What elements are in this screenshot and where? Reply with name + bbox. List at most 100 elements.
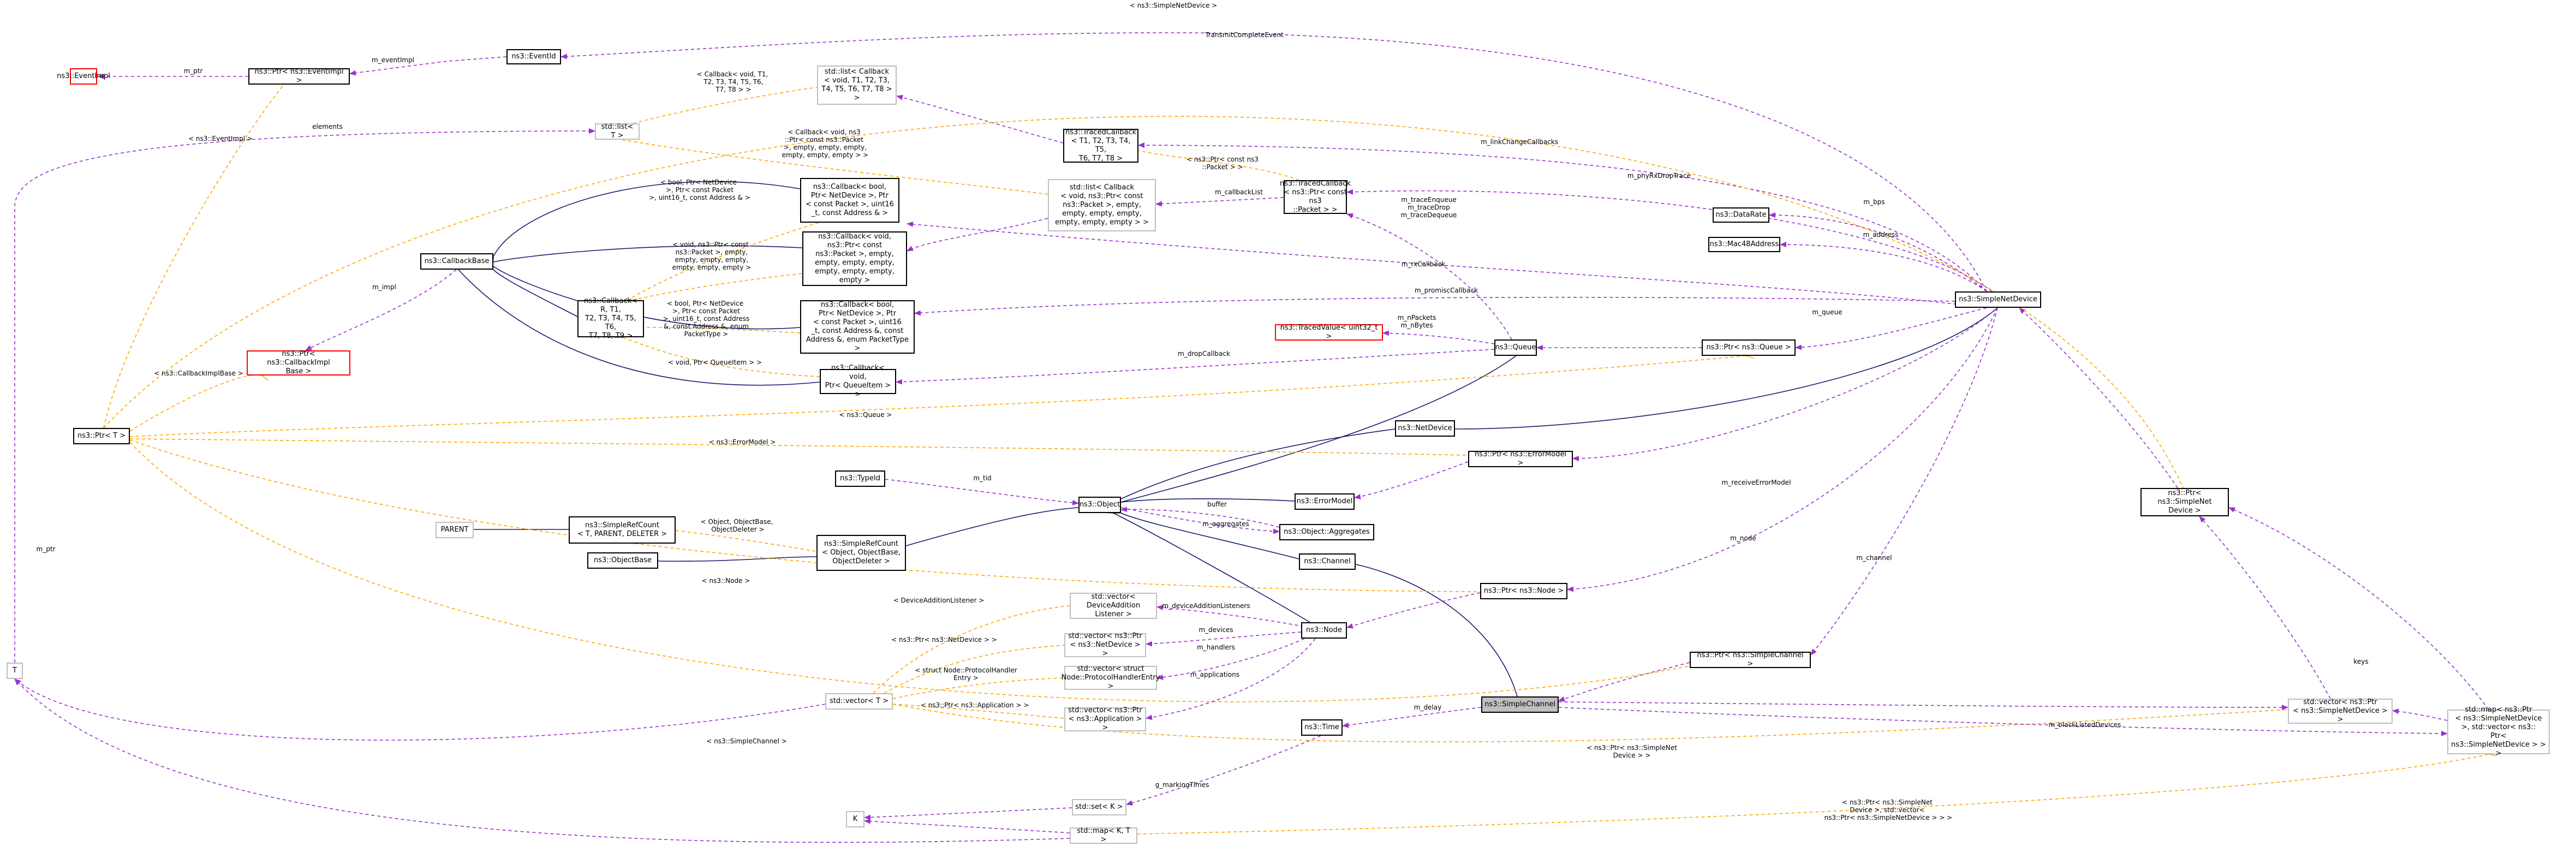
class-node-object-base[interactable]: ns3::ObjectBase	[587, 552, 658, 569]
class-node-callback-bool-net-device[interactable]: ns3::Callback< bool, Ptr< NetDevice >, P…	[800, 178, 899, 223]
edge-net-device-to-object	[1121, 428, 1396, 499]
edge-simple-channel-to-map-ptr-simple-net-device	[1558, 707, 2448, 736]
edge-label: buffer	[1207, 500, 1227, 508]
edge-simple-net-device-to-ptr-simple-channel	[1810, 307, 1998, 656]
class-node-ptr-t[interactable]: ns3::Ptr< T >	[73, 428, 130, 444]
edge-aggregates-to-object	[1120, 507, 1280, 528]
class-node-vector-device-addition[interactable]: std::vector< DeviceAddition Listener >	[1070, 593, 1157, 619]
class-node-callback-bool-promisc[interactable]: ns3::Callback< bool, Ptr< NetDevice >, P…	[800, 300, 915, 354]
class-node-node[interactable]: ns3::Node	[1301, 622, 1347, 639]
class-node-ptr-callback-impl-base[interactable]: ns3::Ptr< ns3::CallbackImpl Base >	[247, 350, 350, 376]
edge-ptr-t-to-ptr-simple-net-device	[103, 116, 2183, 488]
class-node-list-t[interactable]: std::list< T >	[595, 123, 640, 140]
class-node-callback-void-queue-item[interactable]: ns3::Callback< void, Ptr< QueueItem > >	[820, 364, 896, 398]
edge-callback-bool-promisc-to-callback-r	[644, 327, 801, 333]
edge-label: < ns3::ErrorModel >	[709, 438, 776, 446]
class-node-event-id[interactable]: ns3::EventId	[506, 49, 561, 64]
edge-label: m_blackListedDevices	[2049, 721, 2121, 729]
edge-label: m_promiscCallback	[1415, 287, 1478, 294]
edge-callback-void-queue-item-to-callback-base	[458, 270, 820, 386]
edge-label: m_ptr	[37, 545, 56, 553]
class-node-traced-callback-t[interactable]: ns3::TracedCallback < T1, T2, T3, T4, T5…	[1063, 128, 1138, 163]
edge-vector-t-to-vector-protocol-handler	[892, 678, 1064, 699]
edge-vector-ptr-simple-net-device-to-ptr-simple-net-device	[2199, 516, 2331, 699]
class-node-vector-ptr-application[interactable]: std::vector< ns3::Ptr < ns3::Application…	[1064, 706, 1146, 732]
class-node-object[interactable]: ns3::Object	[1078, 497, 1121, 513]
class-node-event-impl[interactable]: ns3::EventImpl	[57, 68, 110, 85]
class-node-time[interactable]: ns3::Time	[1301, 719, 1343, 736]
class-node-queue[interactable]: ns3::Queue	[1494, 339, 1537, 356]
edge-callback-base-to-ptr-callback-impl-base	[305, 269, 457, 351]
edge-ptr-t-to-ptr-event-impl	[103, 85, 284, 428]
class-node-parent[interactable]: PARENT	[436, 522, 474, 538]
edge-ptr-t-to-ptr-callback-impl-base	[129, 375, 262, 432]
edge-label: m_delay	[1414, 704, 1441, 711]
class-node-mac48-address[interactable]: ns3::Mac48Address	[1708, 237, 1780, 252]
edge-list-t-to-list-callback-packet	[622, 139, 1048, 194]
edge-label: < Callback< void, T1, T2, T3, T4, T5, T6…	[697, 70, 768, 93]
class-node-traced-callback-packet[interactable]: ns3::TracedCallback < ns3::Ptr< const ns…	[1280, 180, 1351, 214]
edge-label: m_eventImpl	[372, 56, 414, 64]
class-node-error-model[interactable]: ns3::ErrorModel	[1295, 493, 1355, 510]
edge-node-to-vector-device-addition	[1156, 605, 1310, 628]
edge-label: < bool, Ptr< NetDevice >, Ptr< const Pac…	[647, 178, 750, 201]
edge-ptr-simple-channel-to-simple-channel	[1558, 662, 1690, 702]
edge-simple-channel-to-vector-ptr-simple-net-device	[1558, 701, 2288, 710]
class-node-channel[interactable]: ns3::Channel	[1299, 553, 1356, 570]
edge-simple-net-device-to-traced-callback-packet	[1346, 189, 1993, 292]
class-node-k[interactable]: K	[846, 811, 864, 827]
edge-map-kt-to-map-ptr-simple-net-device	[1137, 754, 2489, 835]
class-node-callback-r[interactable]: ns3::Callback< R, T1, T2, T3, T4, T5, T6…	[577, 297, 644, 340]
edge-label: < ns3::Ptr< const ns3::Packet > >	[1186, 156, 1259, 171]
class-node-ptr-node[interactable]: ns3::Ptr< ns3::Node >	[1480, 583, 1567, 599]
class-node-simple-ref-count-object[interactable]: ns3::SimpleRefCount < Object, ObjectBase…	[816, 535, 906, 571]
class-node-ptr-event-impl[interactable]: ns3::Ptr< ns3::EventImpl >	[248, 68, 350, 85]
edge-label: g_markingTimes	[1155, 781, 1209, 789]
class-node-set-k[interactable]: std::set< K >	[1072, 799, 1126, 815]
edge-simple-net-device-to-callback-void-packet	[907, 221, 1987, 308]
edge-map-kt-to-t	[14, 678, 1070, 843]
edge-map-ptr-simple-net-device-to-ptr-simple-net-device	[2228, 507, 2489, 710]
class-node-vector-ptr-net-device[interactable]: std::vector< ns3::Ptr < ns3::NetDevice >…	[1064, 632, 1146, 658]
class-node-map-kt[interactable]: std::map< K, T >	[1070, 827, 1137, 844]
class-node-ptr-queue[interactable]: ns3::Ptr< ns3::Queue >	[1702, 339, 1796, 356]
class-node-ptr-error-model[interactable]: ns3::Ptr< ns3::ErrorModel >	[1468, 450, 1573, 467]
class-node-simple-channel[interactable]: ns3::SimpleChannel	[1481, 696, 1559, 713]
class-node-vector-protocol-handler[interactable]: std::vector< struct Node::ProtocolHandle…	[1061, 665, 1160, 690]
edge-map-ptr-simple-net-device-to-vector-ptr-simple-net-device	[2392, 708, 2448, 721]
class-node-type-id[interactable]: ns3::TypeId	[835, 470, 885, 487]
class-node-callback-void-packet[interactable]: ns3::Callback< void, ns3::Ptr< const ns3…	[802, 231, 907, 286]
class-node-callback-base[interactable]: ns3::CallbackBase	[420, 253, 493, 270]
class-node-simple-ref-count-t[interactable]: ns3::SimpleRefCount < T, PARENT, DELETER…	[569, 516, 676, 544]
edge-simple-ref-count-object-to-object	[905, 508, 1078, 546]
class-node-vector-ptr-simple-net-device[interactable]: std::vector< ns3::Ptr < ns3::SimpleNetDe…	[2288, 698, 2393, 724]
class-node-net-device[interactable]: ns3::NetDevice	[1395, 420, 1455, 437]
edge-label: m_tid	[973, 474, 991, 482]
class-node-list-callback[interactable]: std::list< Callback < void, T1, T2, T3, …	[817, 65, 897, 105]
edge-traced-callback-packet-to-traced-callback-t	[1138, 151, 1299, 181]
class-node-ptr-simple-net-device[interactable]: ns3::Ptr< ns3::SimpleNet Device >	[2140, 488, 2229, 516]
class-node-map-ptr-simple-net-device[interactable]: std::map< ns3::Ptr < ns3::SimpleNetDevic…	[2447, 706, 2550, 758]
class-node-aggregates[interactable]: ns3::Object::Aggregates	[1279, 524, 1374, 540]
edge-simple-net-device-to-ptr-queue	[1795, 307, 1987, 350]
class-node-simple-net-device[interactable]: ns3::SimpleNetDevice	[1955, 291, 2041, 308]
edge-label: m_bps	[1863, 198, 1885, 206]
edge-label: < ns3::Ptr< ns3::Application > >	[921, 701, 1029, 709]
edge-label: m_linkChangeCallbacks	[1481, 138, 1558, 146]
class-node-traced-value-uint32[interactable]: ns3::TracedValue< uint32_t >	[1275, 324, 1383, 341]
class-node-t[interactable]: T	[7, 663, 23, 679]
edge-label: m_handlers	[1197, 644, 1235, 651]
class-node-ptr-simple-channel[interactable]: ns3::Ptr< ns3::SimpleChannel >	[1690, 651, 1811, 668]
class-node-list-callback-packet[interactable]: std::list< Callback < void, ns3::Ptr< co…	[1048, 179, 1156, 231]
edge-list-t-to-list-callback	[633, 87, 817, 124]
edge-callback-r-to-callback-base	[493, 270, 578, 317]
edge-label: < ns3::EventImpl >	[188, 135, 253, 142]
class-node-data-rate[interactable]: ns3::DataRate	[1713, 207, 1769, 223]
edge-label: elements	[312, 123, 343, 130]
class-node-vector-t[interactable]: std::vector< T >	[825, 693, 893, 710]
edge-t-to-list-t	[14, 128, 595, 663]
edge-label: m_applications	[1190, 671, 1239, 678]
edge-simple-net-device-to-mac48-address	[1780, 242, 1987, 292]
